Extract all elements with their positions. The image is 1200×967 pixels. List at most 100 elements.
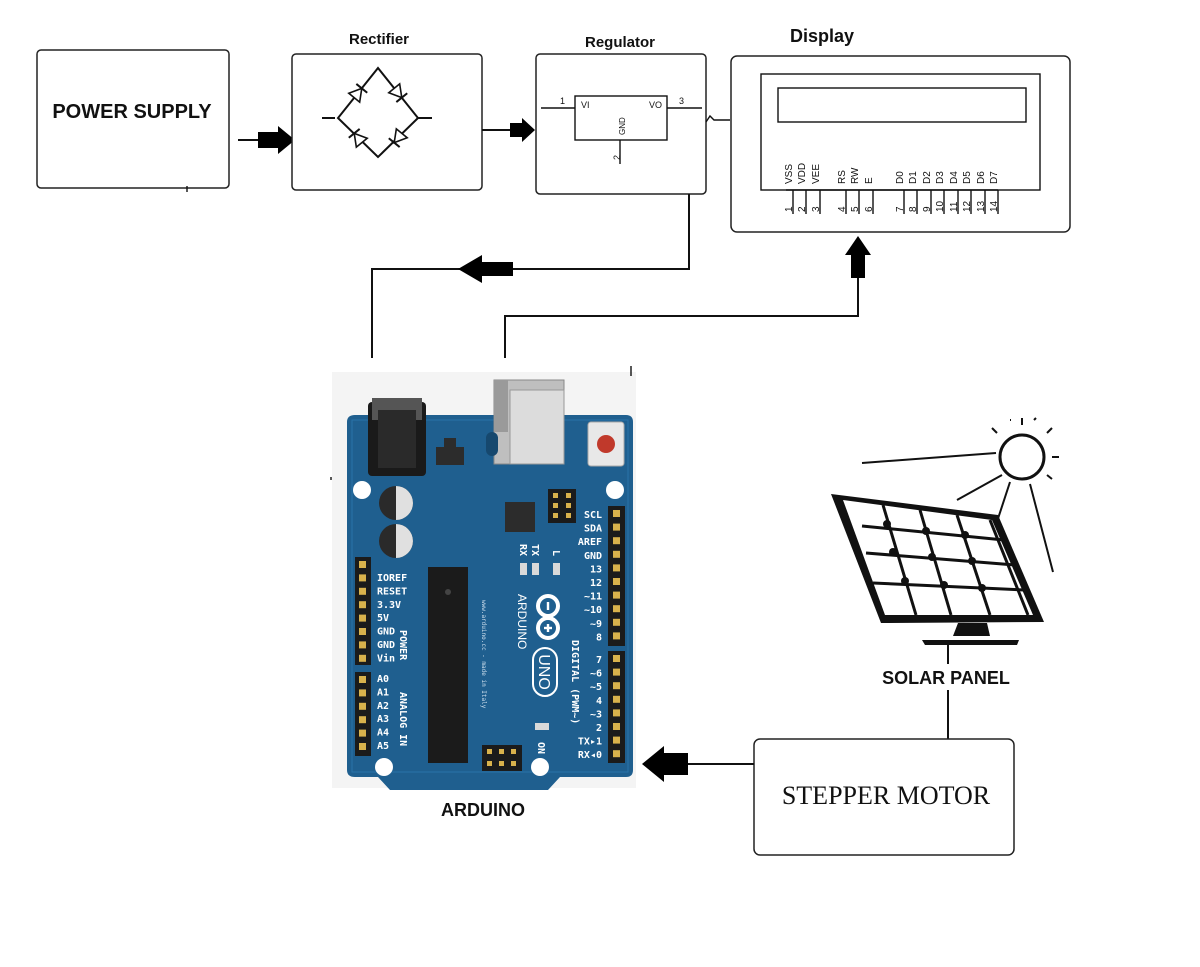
arduino-pin-label: ~10	[584, 605, 602, 616]
arduino-pin-label: ~5	[590, 682, 602, 693]
regulator-gnd: GND	[618, 117, 627, 135]
arduino-pin-label: SCL	[584, 510, 602, 521]
arrow-rectifier-to-regulator	[482, 118, 535, 142]
regulator-vi: VI	[581, 100, 590, 110]
regulator-vo: VO	[649, 100, 662, 110]
display-block: VSS1VDD2VEE3RS4RW5E6D07D18D29D310D411D51…	[730, 55, 1071, 233]
lcd-pin-number: 11	[949, 201, 960, 212]
lcd-pin-rs: RS4	[837, 170, 848, 214]
wire-regulator-to-arduino	[371, 194, 690, 358]
lcd-pin-number: 8	[908, 206, 919, 212]
arduino-pin-label: 5V	[377, 613, 389, 624]
sun-icon	[861, 417, 1059, 573]
lcd-pin-number: 10	[935, 200, 946, 212]
regulator-label: Regulator	[585, 34, 655, 51]
capacitor-1	[379, 486, 413, 520]
digital-group-label: DIGITAL (PWM~)	[569, 640, 580, 724]
power-group-label: POWER	[397, 630, 408, 661]
lcd-pin-name: VEE	[811, 164, 822, 184]
uno-label: UNO	[535, 654, 552, 690]
lcd-pin-name: D3	[935, 171, 946, 184]
lcd-pin-number: 1	[784, 206, 795, 212]
lcd-pin-name: D1	[908, 171, 919, 184]
uno-badge: UNO	[532, 647, 558, 697]
power-supply-block: POWER SUPPLY	[36, 49, 230, 189]
arduino-pin-label: A5	[377, 741, 389, 752]
arduino-pin-label: GND	[377, 640, 395, 651]
arduino-pin-label: A3	[377, 714, 389, 725]
arduino-pin-label: 2	[596, 723, 602, 734]
arduino-pin-label: A4	[377, 728, 389, 739]
power-supply-label: POWER SUPPLY	[52, 101, 212, 123]
lcd-pin-number: 12	[962, 200, 973, 212]
arrow-stepper-to-arduino	[642, 746, 754, 782]
header-power	[355, 557, 371, 665]
lcd-pin-d0: D0 7	[895, 171, 906, 214]
display-label: Display	[790, 26, 854, 46]
arduino-pin-label: GND	[584, 551, 602, 562]
rectifier-label: Rectifier	[349, 31, 409, 48]
lcd-pin-vss: VSS 1	[784, 164, 795, 214]
lcd-pin-number: 2	[797, 206, 808, 212]
regulator-pin3: 3	[679, 96, 684, 106]
solar-panel-icon	[831, 494, 1044, 645]
arduino-pin-label: SDA	[584, 524, 602, 535]
arduino-pin-label: A2	[377, 701, 389, 712]
lcd-pin-number: 3	[811, 206, 822, 212]
tx-label: TX	[529, 544, 540, 556]
lcd-pin-vdd: VDD 2	[797, 163, 808, 214]
lcd-pin-group: VSS1VDD2VEE3RS4RW5E6D07D18D29D310D411D51…	[784, 163, 1000, 214]
arduino-brand: ARDUINO	[515, 594, 529, 649]
lcd-pin-name: VSS	[784, 164, 795, 184]
arduino-label: ARDUINO	[441, 800, 525, 820]
lcd-pin-name: RS	[837, 170, 848, 184]
header-digital-high	[608, 506, 625, 646]
arduino-pin-label: 8	[596, 632, 602, 643]
arduino-pin-label: GND	[377, 627, 395, 638]
lcd-pin-name: D0	[895, 171, 906, 184]
lcd-pin-e: E6	[864, 177, 875, 214]
lcd-screen	[777, 87, 1027, 123]
solar-panel-label: SOLAR PANEL	[882, 668, 1010, 688]
lcd-pin-number: 13	[976, 200, 987, 212]
lcd-pin-vee: VEE 3	[811, 164, 822, 214]
arduino-pin-label: RESET	[377, 586, 407, 597]
arduino-pin-label: 7	[596, 655, 602, 666]
arduino-pin-label: TX▸1	[578, 737, 602, 748]
reset-button[interactable]	[587, 421, 625, 467]
lcd-pin-number: 9	[922, 206, 933, 212]
stepper-motor-block: STEPPER MOTOR	[753, 738, 1015, 856]
arduino-pin-label: 3.3V	[377, 600, 401, 611]
lcd-pin-d2: D29	[922, 171, 933, 214]
lcd-pin-d1: D1 8	[908, 171, 919, 214]
lcd-pin-name: D4	[949, 171, 960, 184]
lcd-pin-d4: D4 11	[949, 171, 960, 214]
arduino-url: www.arduino.cc - made in Italy	[480, 600, 487, 709]
arduino-pin-label: 4	[596, 696, 602, 707]
arduino-logo-icon	[536, 594, 560, 640]
regulator-pin2: 2	[612, 155, 622, 160]
atmega-chip	[428, 567, 468, 763]
lcd-pin-name: D6	[976, 171, 987, 184]
lcd-pin-number: 5	[850, 206, 861, 212]
rectifier-block	[291, 53, 483, 191]
arduino-pin-label: ~11	[584, 592, 602, 603]
arduino-pin-label: 13	[590, 564, 602, 575]
lcd-pin-number: 7	[895, 206, 906, 212]
lcd-pin-d6: D6 13	[976, 171, 987, 214]
lcd-pin-name: VDD	[797, 163, 808, 184]
lcd-pin-number: 6	[864, 206, 875, 212]
arduino-pin-label: Vin	[377, 652, 395, 664]
lcd-pin-d3: D3 10	[935, 171, 946, 214]
arduino-pin-label: IOREF	[377, 573, 407, 584]
stepper-motor-label: STEPPER MOTOR	[782, 781, 991, 810]
wire-arduino-to-display	[504, 236, 871, 358]
regulator-block: VI VO GND 1 3 2	[535, 53, 707, 195]
regulator-pin1: 1	[560, 96, 565, 106]
